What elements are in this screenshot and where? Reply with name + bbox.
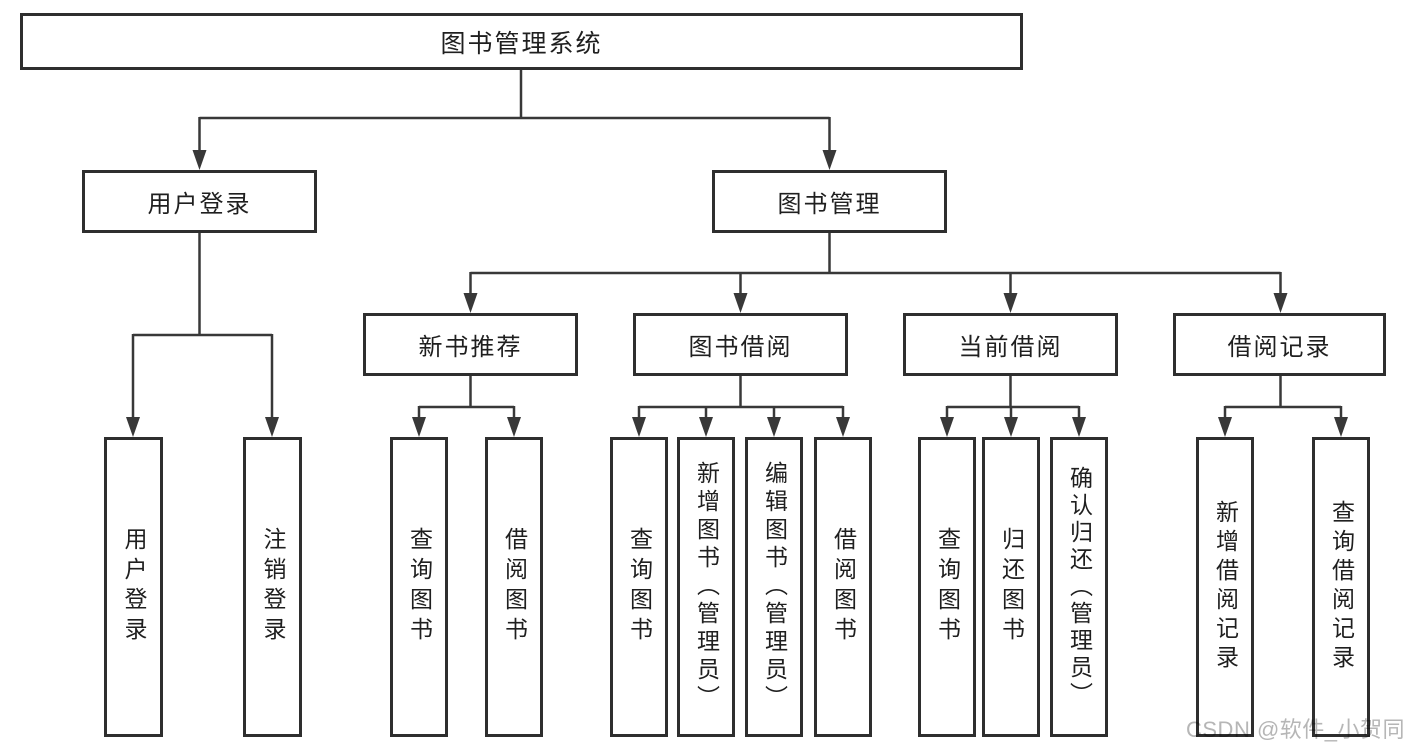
leaf-add-borrow-record: 新增借阅记录	[1196, 437, 1254, 737]
leaf-query-books-recommend: 查询图书	[390, 437, 448, 737]
leaf-query-borrow-record: 查询借阅记录	[1312, 437, 1370, 737]
node-new-book-recommendation: 新书推荐	[363, 313, 578, 376]
node-book-management: 图书管理	[712, 170, 947, 233]
node-root-library-management-system: 图书管理系统	[20, 13, 1023, 70]
node-user-login: 用户登录	[82, 170, 317, 233]
leaf-user-login: 用户登录	[104, 437, 163, 737]
leaf-return-books: 归还图书	[982, 437, 1040, 737]
leaf-query-books-borrowing: 查询图书	[610, 437, 668, 737]
leaf-add-books-admin: 新增图书（管理员）	[677, 437, 735, 737]
leaf-borrow-books-recommend: 借阅图书	[485, 437, 543, 737]
node-borrowing-records: 借阅记录	[1173, 313, 1386, 376]
node-current-borrowing: 当前借阅	[903, 313, 1118, 376]
leaf-borrow-books: 借阅图书	[814, 437, 872, 737]
leaf-confirm-return-admin: 确认归还（管理员）	[1050, 437, 1108, 737]
csdn-watermark: CSDN @软件_小贺同学	[1186, 717, 1405, 742]
leaf-logout: 注销登录	[243, 437, 302, 737]
node-book-borrowing: 图书借阅	[633, 313, 848, 376]
leaf-edit-books-admin: 编辑图书（管理员）	[745, 437, 803, 737]
leaf-query-books-current: 查询图书	[918, 437, 976, 737]
